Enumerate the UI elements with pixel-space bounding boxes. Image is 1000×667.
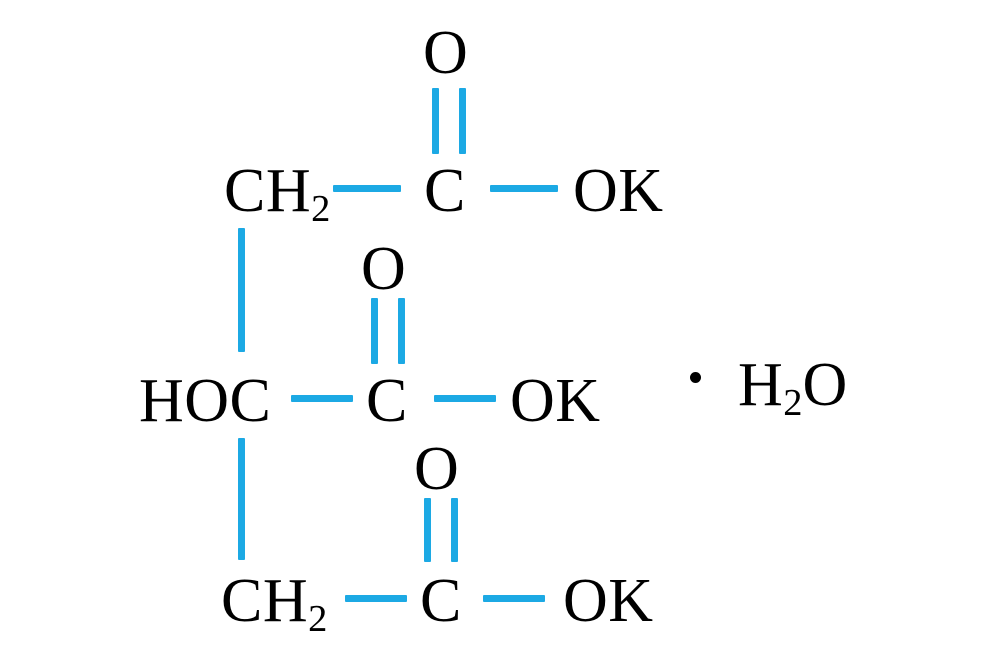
atom-label-carbon-top: C xyxy=(424,157,466,225)
double-bond-middle-carbonyl-line-right xyxy=(398,298,405,364)
atom-label-water-hydrogen: H xyxy=(738,351,784,419)
atom-label-ch2-top-subscript: 2 xyxy=(311,187,331,230)
atom-label-carbon-bottom: C xyxy=(420,567,462,635)
atom-label-water-hydrate: H2O xyxy=(738,351,848,422)
atom-label-ch2-bottom-subscript: 2 xyxy=(308,597,328,640)
atom-label-ch2-top-element: CH xyxy=(224,157,312,225)
double-bond-bottom-carbonyl-line-right xyxy=(451,498,458,562)
double-bond-middle-carbonyl-line-left xyxy=(371,298,378,364)
single-bond-carbon-to-ok-bottom xyxy=(483,595,545,602)
single-bond-ch2-to-carbon-bottom xyxy=(345,595,407,602)
single-bond-central-carbon-to-ch2-bottom xyxy=(238,438,245,560)
double-bond-top-carbonyl-line-left xyxy=(432,88,439,154)
atom-label-ch2-bottom-element: CH xyxy=(221,567,309,635)
atom-label-water-subscript: 2 xyxy=(783,381,803,424)
double-bond-bottom-carbonyl-line-left xyxy=(424,498,431,562)
atom-label-carbon-middle: C xyxy=(366,367,408,435)
single-bond-hoc-to-carbon-middle xyxy=(291,395,353,402)
atom-label-oxygen-middle: O xyxy=(361,235,407,303)
atom-label-hoc-middle: HOC xyxy=(139,367,272,435)
atom-label-oxygen-bottom: O xyxy=(414,435,460,503)
atom-label-ch2-bottom: CH2 xyxy=(221,567,327,638)
single-bond-ch2-top-to-central-carbon xyxy=(238,228,245,352)
atom-label-ok-middle: OK xyxy=(510,367,601,435)
single-bond-carbon-to-ok-top xyxy=(490,185,558,192)
atom-label-ch2-top: CH2 xyxy=(224,157,330,228)
single-bond-carbon-to-ok-middle xyxy=(434,395,496,402)
atom-label-ok-top: OK xyxy=(573,157,664,225)
double-bond-top-carbonyl-line-right xyxy=(459,88,466,154)
atom-label-ok-bottom: OK xyxy=(563,567,654,635)
atom-label-water-oxygen: O xyxy=(802,351,848,419)
hydrate-separator-dot xyxy=(690,372,701,383)
atom-label-oxygen-top: O xyxy=(423,19,469,87)
single-bond-ch2-to-carbon-top xyxy=(333,185,401,192)
